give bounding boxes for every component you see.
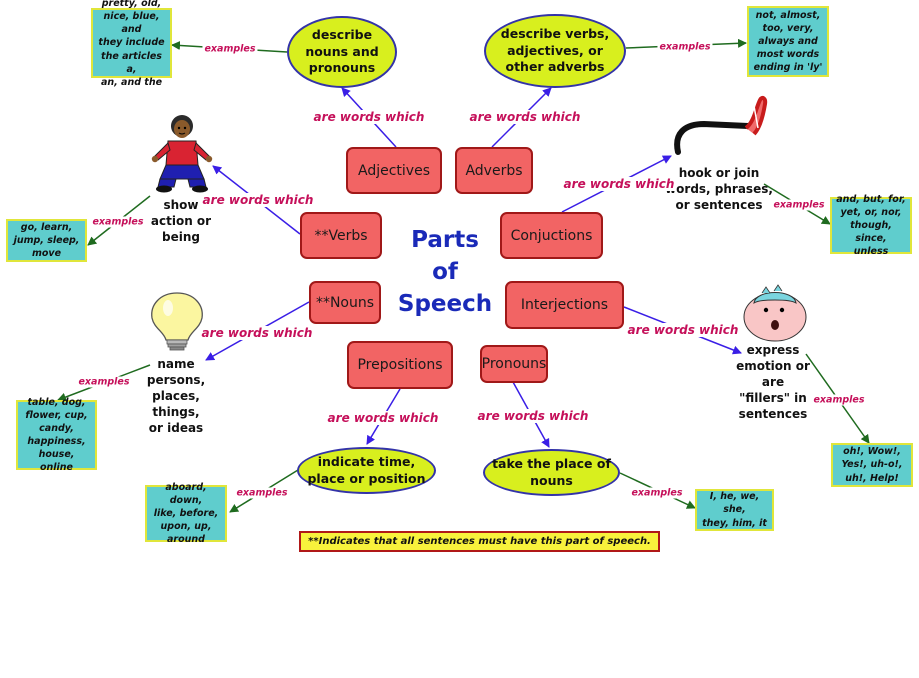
part-nouns[interactable]: **Nouns [309,281,381,324]
footnote: **Indicates that all sentences must have… [299,531,660,552]
part-adverbs[interactable]: Adverbs [455,147,533,194]
examples-verbs: go, learn, jump, sleep, move [6,219,87,262]
examples-adjectives: pretty, old, nice, blue, and they includ… [91,0,172,88]
examples-interjections: oh!, Wow!, Yes!, uh-o!, uh!, Help! [831,443,913,487]
part-adjectives[interactable]: Adjectives [346,147,442,194]
surprised-face-icon [743,284,807,342]
link-label-adjectives: are words which [311,110,427,124]
examples-prepositions: aboard, down, like, before, upon, up, ar… [145,482,227,545]
description-adverbs: describe verbs, adjectives, or other adv… [484,14,626,88]
description-nouns: name persons, places, things, or ideas [146,357,206,435]
examples-label-conjunctions: examples [771,199,827,211]
light-bulb-icon [151,292,203,351]
part-verbs[interactable]: **Verbs [300,212,382,259]
link-label-nouns: are words which [199,326,315,340]
examples-label-nouns: examples [76,376,132,388]
examples-adverbs: not, almost, too, very, always and most … [747,6,829,77]
description-interjections: express emotion or are "fillers" in sent… [736,343,810,421]
description-prepositions: indicate time, place or position [297,447,436,494]
description-adjectives: describe nouns and pronouns [287,16,397,88]
part-interjections[interactable]: Interjections [505,281,624,329]
examples-pronouns: I, he, we, she, they, him, it [695,489,774,531]
link-label-interjections: are words which [625,323,741,337]
examples-label-verbs: examples [90,216,146,228]
examples-nouns: table, dog, flower, cup, candy, happines… [16,397,97,473]
description-verbs: show action or being [150,198,212,244]
examples-label-interjections: examples [811,394,867,406]
part-pronouns[interactable]: Pronouns [480,345,548,383]
link-label-conjunctions: are words which [561,177,677,191]
part-prepositions[interactable]: Prepositions [347,341,453,389]
boy-sitting-icon [151,115,213,193]
part-conjunctions[interactable]: Conjuctions [500,212,603,259]
link-label-verbs: are words which [200,193,316,207]
examples-label-pronouns: examples [629,487,685,499]
examples-label-adjectives: examples [202,43,258,55]
description-conjunctions: hook or join words, phrases, or sentence… [665,166,773,212]
examples-label-adverbs: examples [657,41,713,53]
diagram-title: Parts of Speech [397,227,493,317]
examples-label-prepositions: examples [234,487,290,499]
link-label-pronouns: are words which [475,409,591,423]
examples-conjunctions: and, but, for, yet, or, nor, though, sin… [830,194,912,257]
description-pronouns: take the place of nouns [483,449,620,496]
hook-icon [674,95,768,155]
link-label-prepositions: are words which [325,411,441,425]
link-label-adverbs: are words which [467,110,583,124]
